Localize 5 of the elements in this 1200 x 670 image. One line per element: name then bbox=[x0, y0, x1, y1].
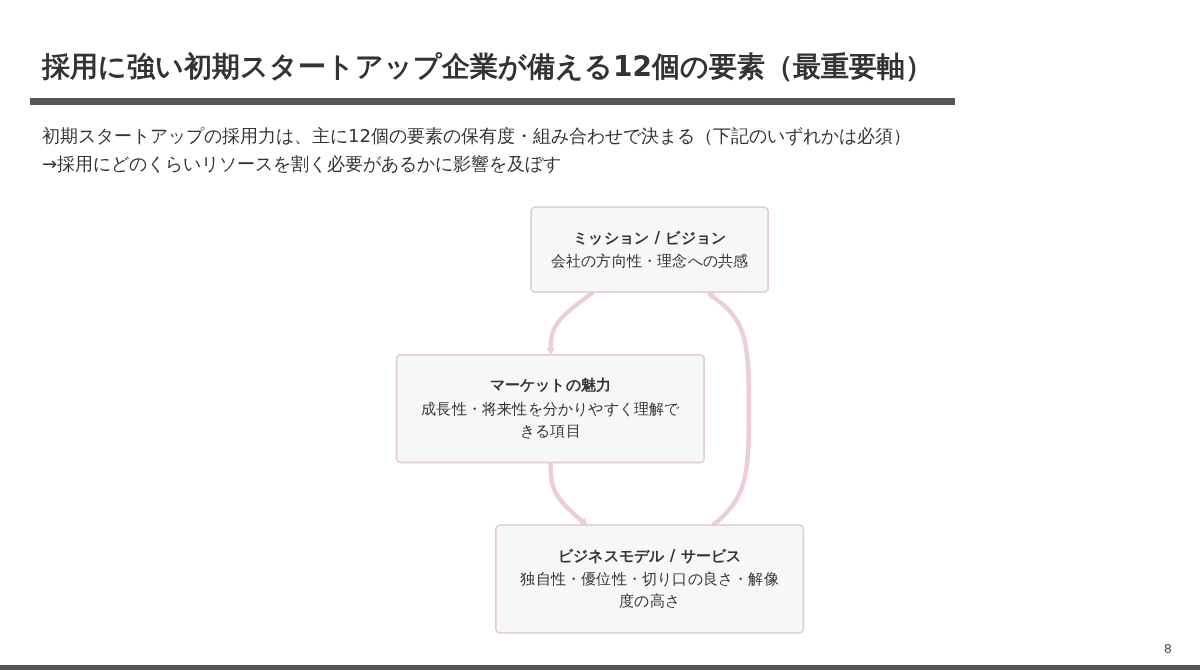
page-number: 8 bbox=[1163, 641, 1172, 656]
arrow bbox=[548, 462, 588, 526]
slide-title: 採用に強い初期スタートアップ企業が備える12個の要素（最重要軸） bbox=[42, 49, 933, 85]
subtitle-text: 初期スタートアップの採用力は、主に12個の要素の保有度・組み合わせで決まる（下記のいずれかは必須） bbox=[42, 124, 911, 148]
subtitle-text: →採用にどのくらいリソースを割く必要があるかに影響を及ぼす bbox=[42, 152, 563, 176]
